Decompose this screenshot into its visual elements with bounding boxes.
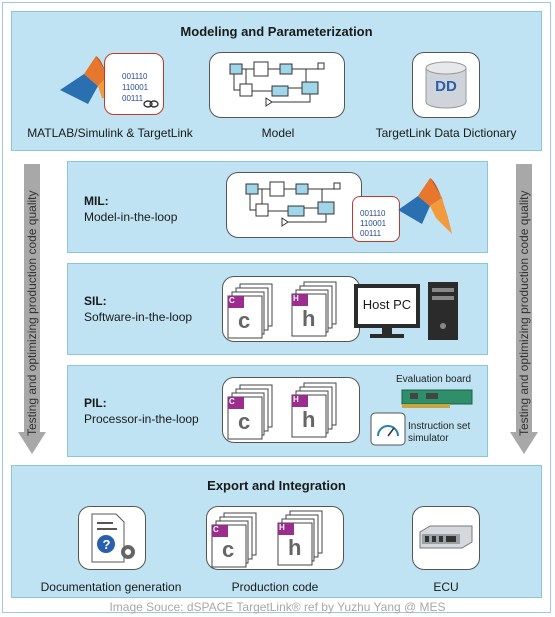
evaluation-board-icon [401,389,473,408]
mil-doc-line-3: 00111 [360,229,382,238]
left-side-text: Testing and optimizing production code q… [25,190,39,436]
mil-block-diagram-icon [245,181,341,227]
modeling-title: Modeling and Parameterization [180,24,373,39]
sil-h-file-stack-icon [291,281,337,337]
database-icon [425,61,467,109]
pil-c-letter: c [238,409,251,434]
prod-c-file-stack-icon [211,512,257,568]
pil-h-tab: H [293,395,299,404]
sil-c-letter: c [238,308,251,333]
link-icon [143,100,159,108]
dd-text: DD [435,78,457,95]
block-diagram-icon [229,61,325,107]
simulator-gauge-icon [370,412,406,446]
doc-line-3: 00111 [122,94,144,103]
model-label: Model [261,126,295,140]
sil-h-letter: h [302,306,316,331]
sil-h-tab: H [293,294,299,303]
dd-label: TargetLink Data Dictionary [375,126,517,140]
pc-tower-icon [428,282,458,340]
mil-subtitle: Model-in-the-loop [84,210,178,224]
mil-title: MIL: [84,194,109,208]
pil-h-letter: h [302,407,316,432]
prod-c-letter: c [222,537,235,562]
ecu-label: ECU [433,580,459,594]
mil-doc-line-1: 001110 [360,209,386,218]
sil-c-file-stack-icon [227,283,273,339]
pil-c-file-stack-icon [227,384,273,440]
image-caption: Image Souce: dSPACE TargetLink® ref by Y… [109,600,446,614]
prod-h-letter: h [288,535,302,560]
pil-subtitle: Processor-in-the-loop [84,412,199,426]
prod-h-file-stack-icon [277,510,323,566]
prod-c-tab: C [213,525,219,534]
mil-matlab-icon [398,178,452,234]
target-doc-card [104,53,164,115]
pil-h-file-stack-icon [291,382,337,438]
pil-title: PIL: [84,396,107,410]
right-side-text: Testing and optimizing production code q… [517,190,531,436]
evaluation-board-label: Evaluation board [396,374,472,385]
left-arrow-icon [18,164,46,454]
doc-line-1: 001110 [122,72,148,81]
matlab-label: MATLAB/Simulink & TargetLink [27,126,193,140]
right-arrow-icon [510,164,538,454]
production-code-label: Production code [231,580,319,594]
documentation-icon: ? [91,513,135,563]
simulator-label: Instruction set simulator [408,421,471,444]
prod-h-tab: H [279,523,285,532]
pil-c-tab: C [229,397,235,406]
sil-title: SIL: [84,294,107,308]
export-title: Export and Integration [207,478,346,493]
doc-gen-label: Documentation generation [40,580,182,594]
doc-line-2: 110001 [122,83,149,92]
mil-doc-line-2: 110001 [360,219,387,228]
svg-text:?: ? [103,537,111,552]
monitor-icon [354,284,420,338]
mil-doc-card [352,196,400,242]
host-pc-label: Host PC [362,297,412,312]
sil-c-tab: C [229,296,235,305]
sil-subtitle: Software-in-the-loop [84,310,193,324]
ecu-icon [419,525,473,549]
